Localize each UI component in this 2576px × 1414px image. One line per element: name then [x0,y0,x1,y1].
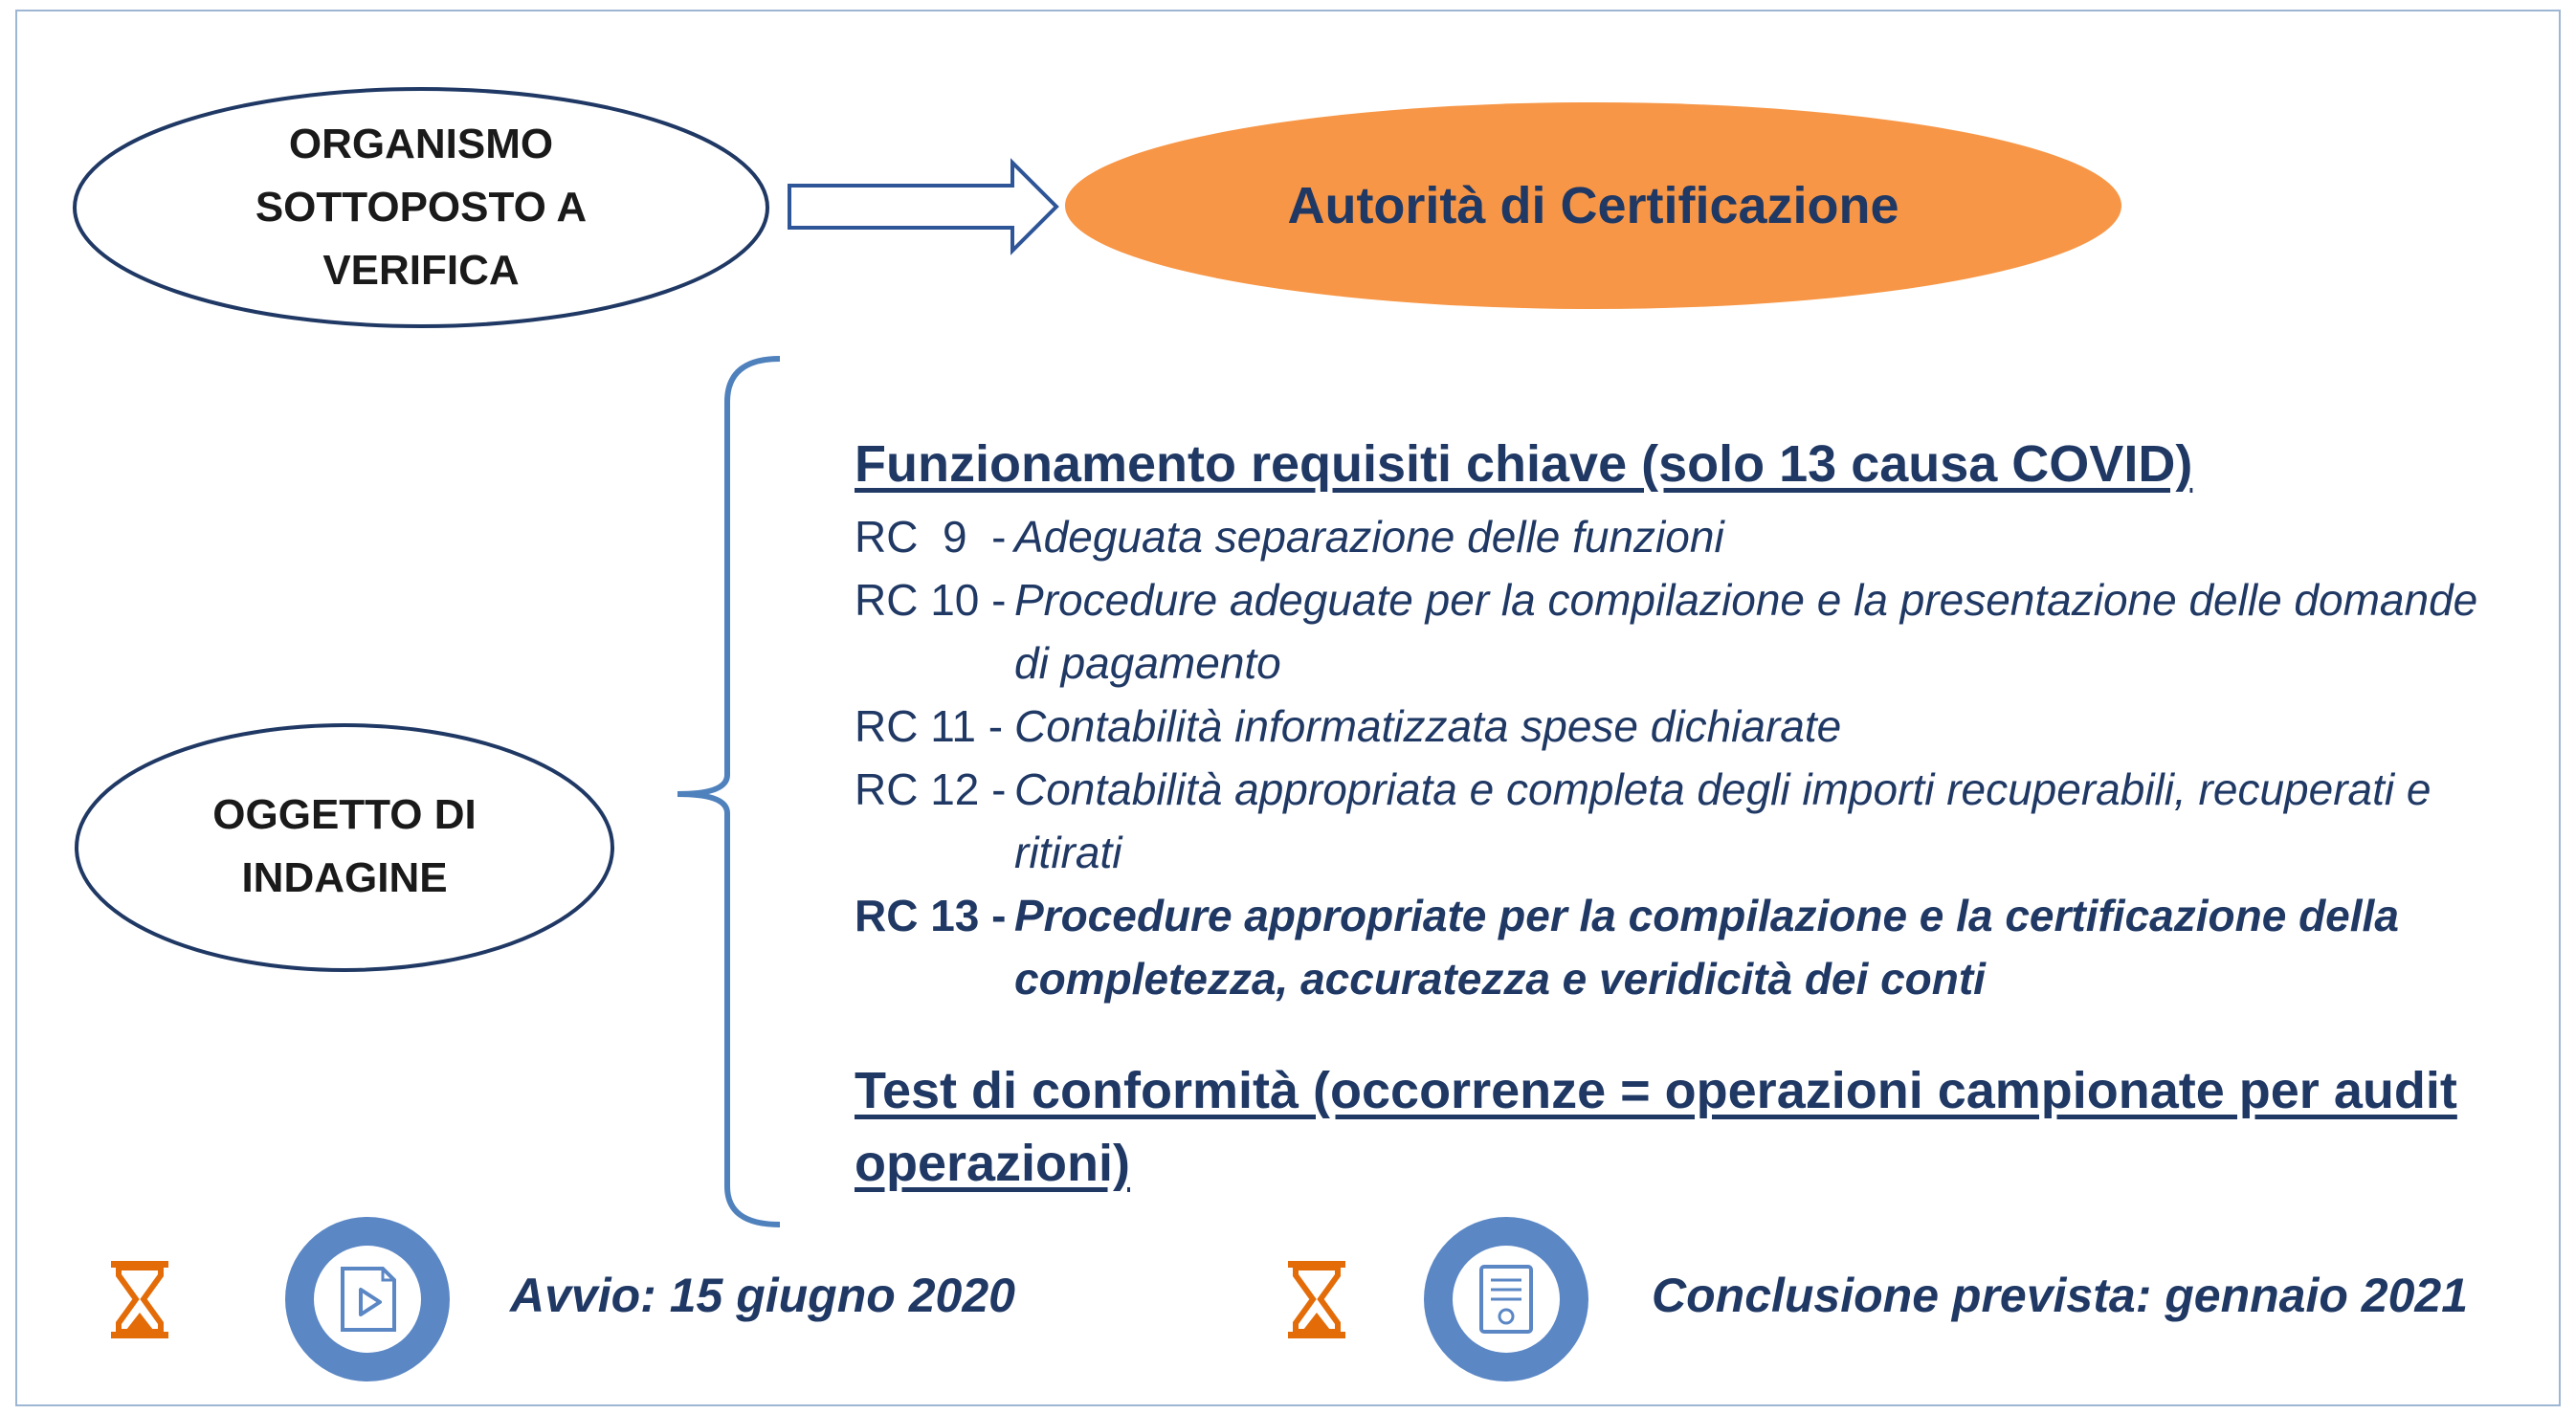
rc-item: RC 11 - Contabilità informatizzata spese… [855,695,2500,758]
rc-code: RC 12 - [855,764,1007,814]
start-date-text: Avvio: 15 giugno 2020 [510,1269,1015,1322]
section2-heading: Test di conformità (occorrenze = operazi… [855,1062,2457,1192]
rc-description: Adeguata separazione delle funzioni [1014,512,1724,562]
rc-code: RC 11 - [855,701,1004,751]
rc-code: RC 9 - [855,512,1007,562]
organismo-line: SOTTOPOSTO A [255,184,588,231]
rc-code: RC 13 - [855,891,1007,940]
video-file-icon [285,1217,450,1381]
rc-item: RC 10 - Procedure adeguate per la compil… [855,568,2500,695]
oggetto-line: INDAGINE [241,854,448,901]
content-panel: Funzionamento requisiti chiave (solo 13 … [855,431,2500,1200]
rc-item: RC 9 - Adeguata separazione delle funzio… [855,505,2500,568]
arrow-right [788,158,1059,255]
organismo-line: VERIFICA [322,247,520,294]
section1-heading: Funzionamento requisiti chiave (solo 13 … [855,435,2193,493]
rc-description: Contabilità informatizzata spese dichiar… [1014,701,1842,751]
rc-code: RC 10 - [855,575,1007,625]
curly-brace [677,356,781,1227]
end-date-text: Conclusione prevista: gennaio 2021 [1652,1269,2469,1322]
organismo-ellipse [73,87,769,328]
autorita-ellipse [1065,102,2121,309]
slide-frame [15,10,2561,1406]
hourglass-icon [1288,1261,1345,1338]
rc-item: RC 12 - Contabilità appropriata e comple… [855,758,2500,884]
autorita-label: Autorità di Certificazione [1287,177,1899,234]
oggetto-ellipse [75,723,614,972]
rc-description: Contabilità appropriata e completa degli… [1014,764,2432,877]
rc-item: RC 13 - Procedure appropriate per la com… [855,884,2500,1010]
hourglass-icon [111,1261,168,1338]
document-icon [1424,1217,1588,1381]
rc-description: Procedure adeguate per la compilazione e… [1014,575,2478,688]
oggetto-line: OGGETTO DI [212,791,477,838]
organismo-line: ORGANISMO [288,121,554,167]
oggetto-label: OGGETTO DI INDAGINE [105,775,584,918]
rc-description: Procedure appropriate per la compilazion… [1014,891,2399,1004]
organismo-label: ORGANISMO SOTTOPOSTO A VERIFICA [134,112,708,303]
